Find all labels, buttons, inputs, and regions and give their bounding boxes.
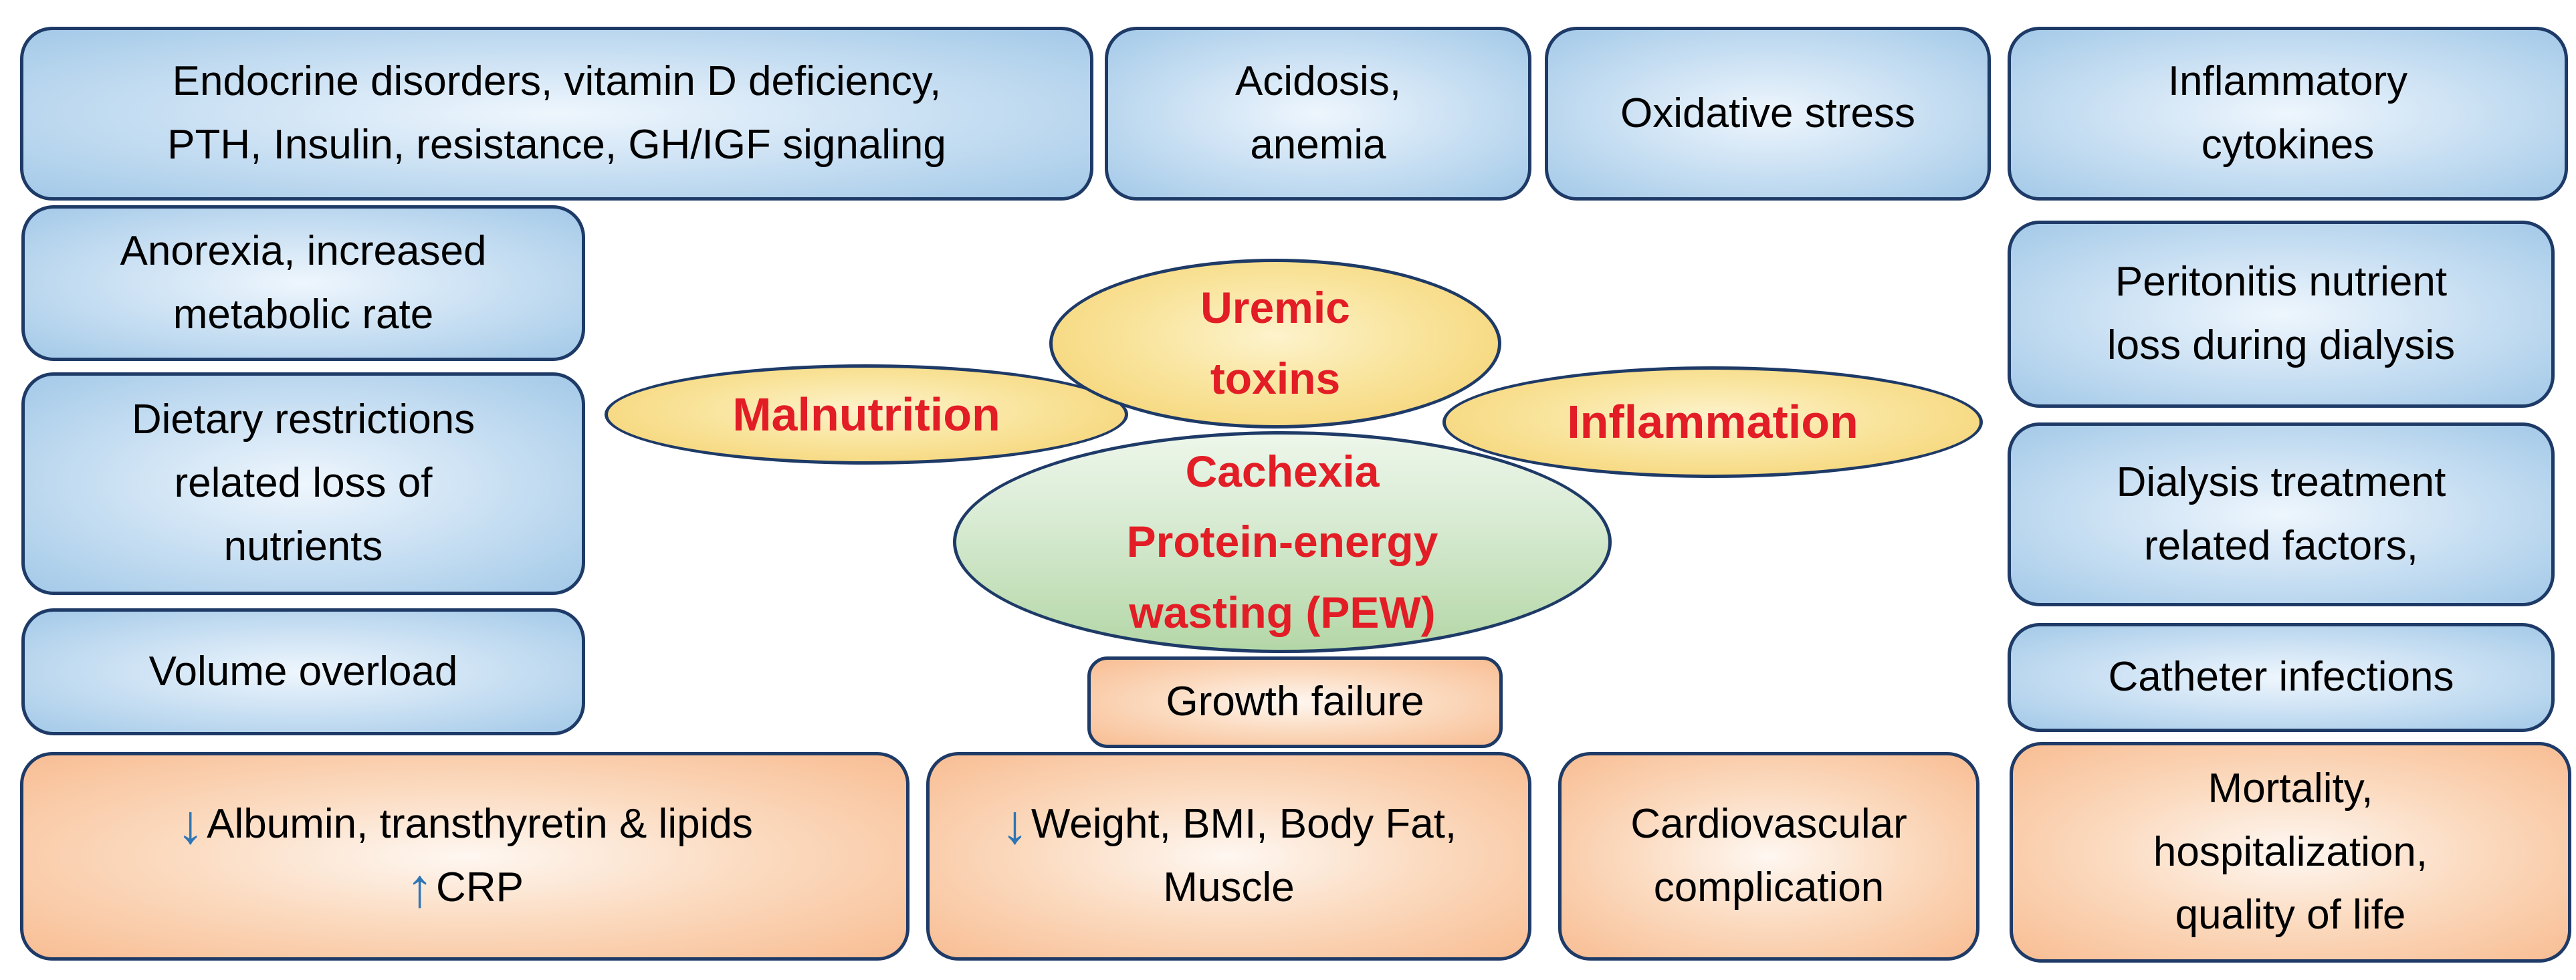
ellipse-uremic-toxins: Uremic toxins	[1049, 259, 1501, 428]
down-arrow-icon: ↓	[177, 793, 205, 855]
box-peritonitis-nutrient-loss: Peritonitis nutrient loss during dialysi…	[2008, 221, 2555, 408]
dietary-text-line-2: related loss of	[174, 460, 433, 507]
box-cardiovascular-complication: Cardiovascular complication	[1558, 752, 1979, 961]
up-arrow-icon: ↑	[406, 857, 434, 918]
box-oxidative-stress: Oxidative stress	[1545, 27, 1991, 201]
box-endocrine-disorders: Endocrine disorders, vitamin D deficienc…	[20, 27, 1093, 201]
anorexia-text-line-1: Anorexia, increased	[120, 227, 487, 274]
acidosis-text-line-2: anemia	[1250, 122, 1386, 168]
dietary-text-line-1: Dietary restrictions	[131, 396, 475, 443]
labs-text-line-1: ↓ Albumin, transthyretin & lipids	[177, 793, 753, 856]
labs-line-2-text: CRP	[436, 864, 524, 910]
outcomes-text-line-3: quality of life	[2175, 892, 2406, 939]
dialysis-text-line-1: Dialysis treatment	[2116, 459, 2446, 505]
cytokines-text-line-2: cytokines	[2201, 122, 2375, 168]
box-body-composition: ↓ Weight, BMI, Body Fat, Muscle	[926, 752, 1531, 961]
cachexia-line-2: Protein-energy	[1126, 517, 1438, 567]
volume-text-line-1: Volume overload	[148, 648, 458, 695]
ellipse-malnutrition: Malnutrition	[605, 364, 1128, 465]
endocrine-text-line-2: PTH, Insulin, resistance, GH/IGF signali…	[167, 122, 946, 168]
box-dietary-restrictions: Dietary restrictions related loss of nut…	[21, 372, 585, 595]
box-volume-overload: Volume overload	[21, 608, 585, 735]
cardiovascular-text-line-1: Cardiovascular	[1630, 801, 1907, 848]
box-anorexia-metabolic-rate: Anorexia, increased metabolic rate	[21, 205, 585, 361]
labs-text-line-2: ↑ CRP	[406, 856, 524, 920]
body-composition-text-line-2: Muscle	[1163, 864, 1295, 910]
uremic-toxins-line-1: Uremic	[1200, 283, 1350, 333]
dietary-text-line-3: nutrients	[223, 523, 383, 570]
box-dialysis-treatment-factors: Dialysis treatment related factors,	[2008, 422, 2555, 606]
outcomes-text-line-1: Mortality,	[2208, 765, 2373, 812]
malnutrition-label: Malnutrition	[732, 388, 1000, 441]
labs-line-1-text: Albumin, transthyretin & lipids	[207, 801, 753, 848]
outcomes-text-line-2: hospitalization,	[2153, 828, 2428, 875]
peritonitis-text-line-2: loss during dialysis	[2107, 322, 2456, 368]
oxidative-text-line-1: Oxidative stress	[1620, 90, 1916, 136]
body-composition-text-line-1: ↓ Weight, BMI, Body Fat,	[1001, 793, 1457, 856]
box-acidosis-anemia: Acidosis, anemia	[1105, 27, 1531, 201]
growth-failure-text-line-1: Growth failure	[1166, 679, 1424, 725]
uremic-toxins-line-2: toxins	[1210, 354, 1341, 403]
dialysis-text-line-2: related factors,	[2143, 522, 2419, 569]
endocrine-text-line-1: Endocrine disorders, vitamin D deficienc…	[172, 58, 942, 105]
box-inflammatory-cytokines: Inflammatory cytokines	[2008, 27, 2568, 201]
cardiovascular-text-line-2: complication	[1653, 864, 1885, 910]
ellipse-inflammation: Inflammation	[1442, 366, 1983, 478]
down-arrow-icon: ↓	[1000, 793, 1029, 855]
inflammation-label: Inflammation	[1567, 396, 1858, 448]
box-outcomes-mortality: Mortality, hospitalization, quality of l…	[2010, 742, 2571, 963]
catheter-text-line-1: Catheter infections	[2108, 654, 2454, 701]
anorexia-text-line-2: metabolic rate	[173, 291, 434, 338]
body-composition-line-1-text: Weight, BMI, Body Fat,	[1031, 801, 1457, 848]
ellipse-cachexia-pew: Cachexia Protein-energy wasting (PEW)	[953, 431, 1612, 653]
cachexia-line-1: Cachexia	[1185, 446, 1380, 496]
acidosis-text-line-1: Acidosis,	[1235, 58, 1402, 105]
cytokines-text-line-1: Inflammatory	[2167, 58, 2408, 105]
box-growth-failure: Growth failure	[1087, 656, 1503, 748]
box-labs-albumin-crp: ↓ Albumin, transthyretin & lipids ↑ CRP	[20, 752, 909, 961]
peritonitis-text-line-1: Peritonitis nutrient	[2115, 259, 2448, 305]
box-catheter-infections: Catheter infections	[2008, 623, 2555, 732]
cachexia-line-3: wasting (PEW)	[1129, 587, 1436, 637]
